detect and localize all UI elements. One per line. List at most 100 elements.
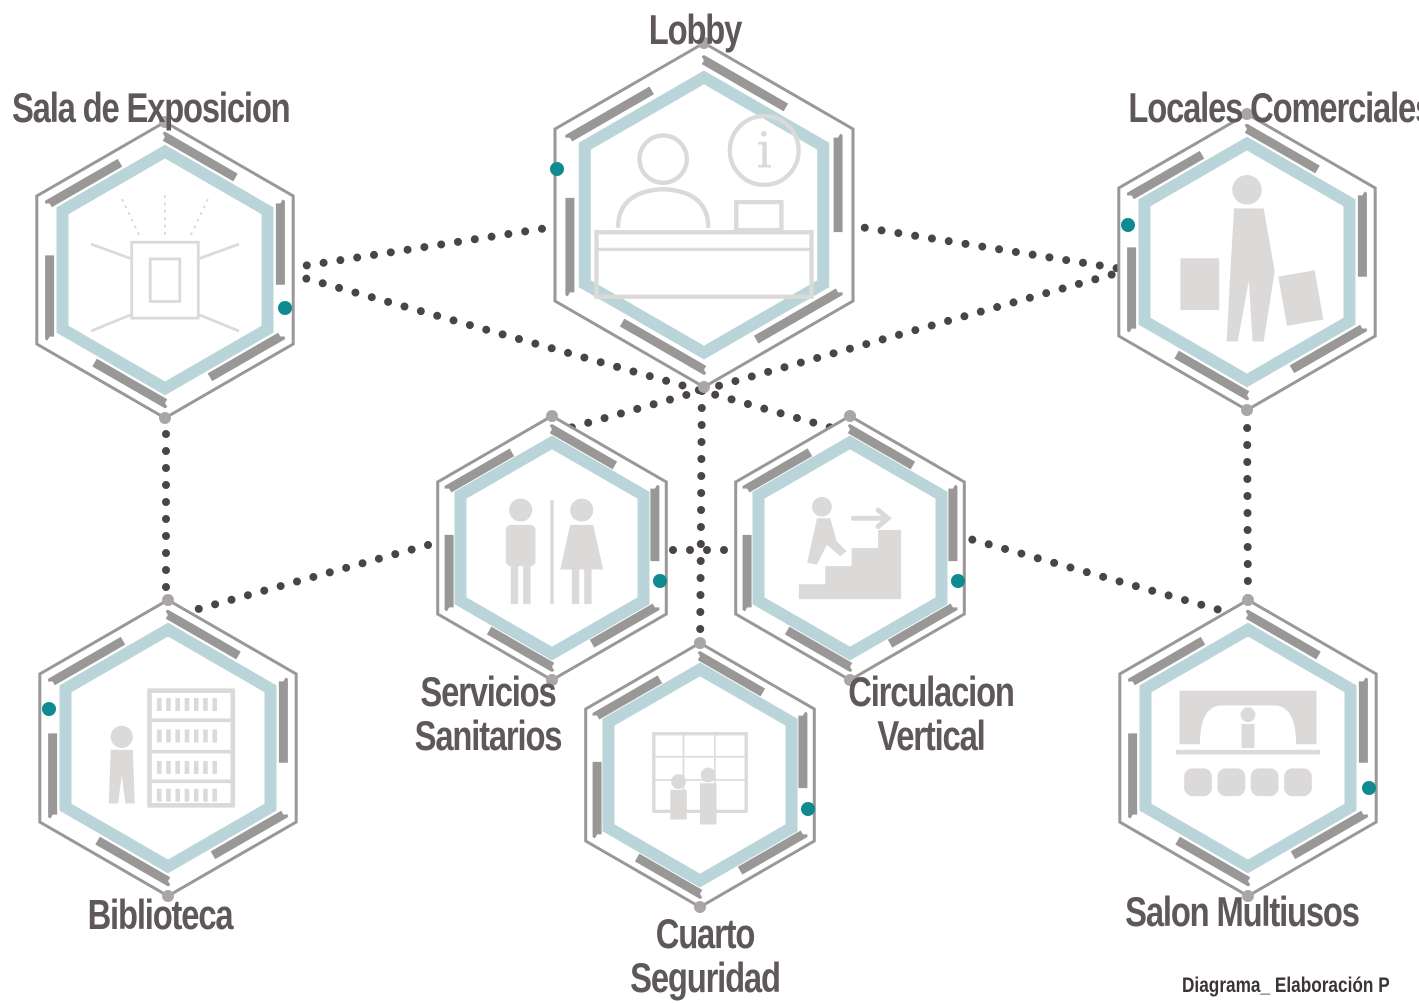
frame-outer-icon (130, 240, 200, 320)
lobby-accent-dot (550, 162, 564, 176)
guard-seated-body-icon (670, 789, 687, 820)
book-icon (156, 698, 162, 711)
servicios-sanitarios-label-line-1: Servicios (420, 668, 556, 715)
desk-icon (594, 230, 814, 299)
salon-multiusos-label: Salon Multiusos (1125, 888, 1360, 935)
circulacion-vertical-label-line-1: Circulacion (848, 668, 1015, 715)
book-icon (166, 788, 171, 802)
painting-icon (148, 257, 182, 303)
figure-caption: Diagrama_ Elaboración P (1182, 974, 1390, 997)
seat-0-icon (1184, 768, 1212, 797)
salon-top-port (1242, 594, 1254, 606)
guard-standing-head-icon (700, 767, 716, 783)
bag-right-icon (1278, 270, 1324, 326)
reader-body-icon (108, 749, 135, 804)
climber-body-icon (807, 518, 847, 565)
stage-theater-icon (1175, 690, 1321, 797)
hexagon-nodes: i (35, 37, 1378, 913)
woman-dress-icon (560, 524, 604, 570)
book-icon (156, 729, 162, 743)
woman-leg-left-icon (571, 569, 580, 605)
salon-hex-frame (1128, 609, 1368, 887)
book-icon (184, 729, 190, 743)
room-perspective-icon (90, 242, 240, 333)
woman-leg-right-icon (584, 569, 592, 605)
circulacion-hex-inner (752, 435, 948, 661)
connector-circulacion-salon (952, 531, 1252, 622)
exhibition-room-icon (90, 192, 240, 333)
biblioteca-accent-dot (42, 702, 56, 716)
curtain-icon (1179, 690, 1317, 745)
book-icon (184, 760, 190, 774)
cuarto-accent-dot (801, 802, 815, 816)
servicios-node (436, 410, 668, 686)
connector-locales-servicios (548, 266, 1132, 437)
circulacion-vertical-label-line-2: Vertical (877, 712, 985, 759)
reception-desk-icon: i (594, 113, 814, 299)
biblioteca-hex-frame (48, 609, 288, 887)
circulacion-node (734, 410, 966, 686)
info-glyph-icon: i (756, 122, 772, 180)
servicios-hex-frame (444, 424, 660, 672)
servicios-accent-dot (653, 574, 667, 588)
sala-bottom-port (159, 412, 171, 424)
book-icon (166, 760, 171, 774)
lobby-label: Lobby (648, 6, 743, 53)
locales-bottom-port (1241, 404, 1253, 416)
stage-floor-icon (1175, 749, 1321, 755)
shopper-bags-icon (1180, 175, 1324, 342)
connector-biblioteca-servicios (162, 536, 450, 622)
circulacion-bottom-port (844, 674, 856, 686)
connector-sala-lobby (286, 222, 564, 272)
sala-de-exposicion-label: Sala de Exposicion (12, 84, 291, 131)
performer-head-icon (1240, 707, 1256, 723)
monitor-grid-icon (653, 733, 747, 812)
cuarto-seguridad-label: Cuarto Seguridad (611, 912, 798, 1000)
biblioteca-top-port (162, 594, 174, 606)
circulacion-top-port (844, 410, 856, 422)
seat-3-icon (1284, 768, 1312, 797)
book-icon (212, 698, 218, 711)
book-icon (156, 788, 162, 802)
book-icon (175, 698, 181, 711)
lobby-node: i (550, 37, 855, 393)
man-leg-right-icon (523, 566, 531, 605)
book-icon (203, 760, 208, 774)
cuarto-node (584, 637, 816, 913)
connector-locales-salon (1243, 390, 1252, 622)
book-icon (212, 788, 218, 802)
climber-head-icon (812, 496, 832, 517)
locales-hex-frame (1127, 123, 1367, 401)
arrow-right-icon (850, 507, 892, 530)
locales-comerciales-label: Locales Comerciales (1128, 84, 1419, 131)
book-icon (193, 788, 199, 802)
book-icon (175, 760, 181, 774)
book-icon (203, 729, 208, 743)
man-torso-icon (505, 524, 536, 567)
guard-seated-head-icon (671, 774, 686, 790)
circulacion-hex-frame (742, 424, 958, 672)
book-icon (156, 760, 162, 774)
connector-lobby-locales (844, 221, 1132, 274)
locales-node (1117, 108, 1377, 416)
lobby-bottom-port (698, 381, 710, 393)
book-icon (193, 698, 199, 711)
reader-head-icon (110, 725, 133, 748)
receptionist-body-icon (615, 187, 711, 228)
salon-bottom-port (1242, 890, 1254, 902)
sala-top-port (159, 116, 171, 128)
book-icon (212, 729, 218, 743)
cuarto-seguridad-label-line-1: Cuarto (655, 910, 756, 957)
salon-node (1118, 594, 1378, 902)
book-icon (166, 729, 171, 743)
circulacion-accent-dot (951, 574, 965, 588)
book-icon (212, 760, 218, 774)
lobby-top-port (698, 37, 710, 49)
sala-hex-frame (45, 131, 285, 409)
book-icon (166, 698, 171, 711)
book-icon (175, 788, 181, 802)
woman-head-icon (570, 498, 594, 522)
locales-top-port (1241, 108, 1253, 120)
cuarto-hex-frame (592, 651, 808, 899)
